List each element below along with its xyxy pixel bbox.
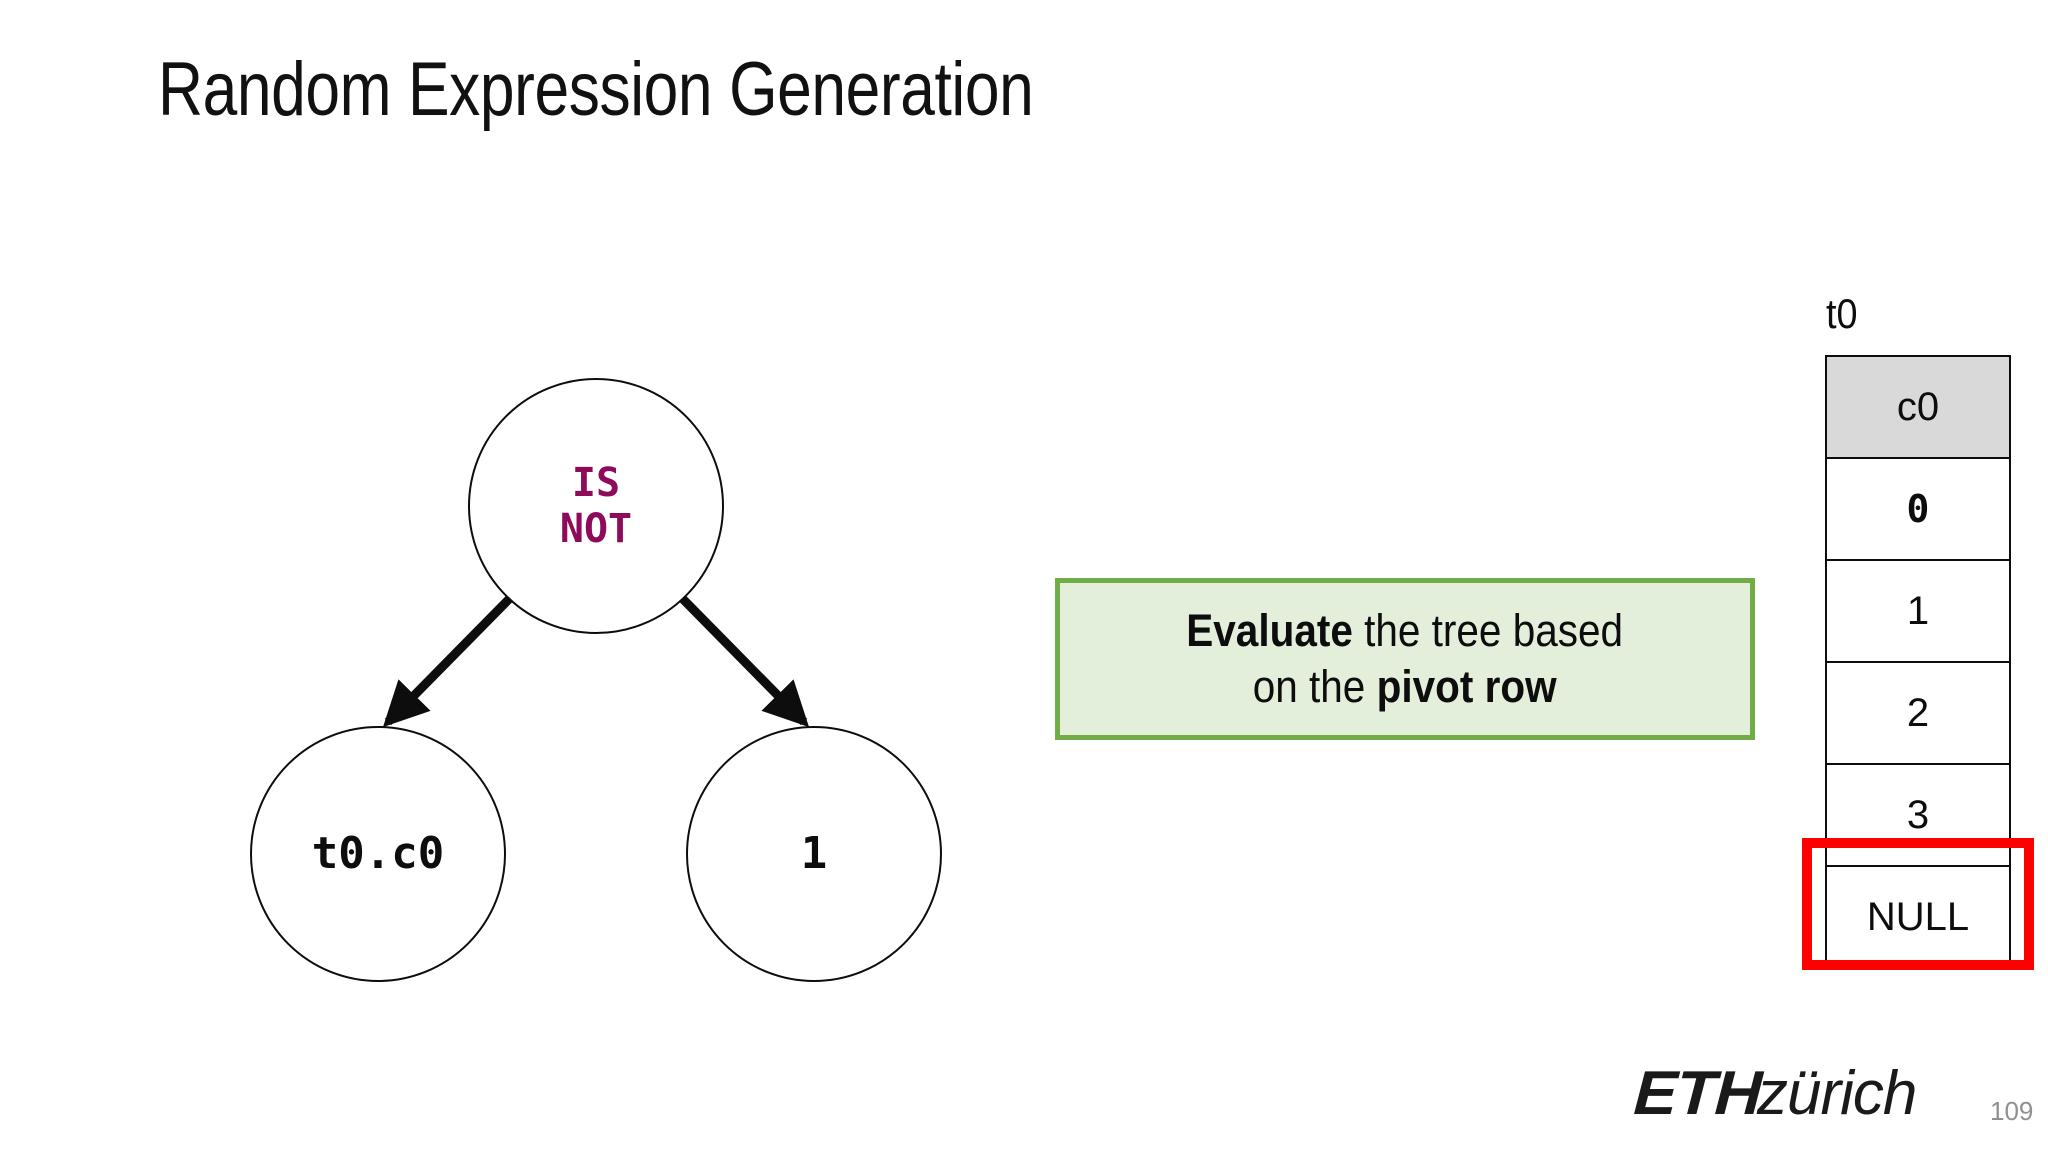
tree-node-right-child[interactable]: 1: [686, 726, 942, 982]
table-row[interactable]: 1: [1825, 559, 2011, 663]
tree-node-root-label: IS NOT: [559, 460, 633, 552]
eth-logo-secondary: zürich: [1757, 1059, 1917, 1128]
callout-line2-rest: on the: [1253, 661, 1377, 712]
callout-line1-rest: the tree based: [1353, 604, 1624, 656]
tree-node-right-child-label: 1: [800, 827, 828, 879]
eth-zurich-logo: ETH zürich: [1632, 1058, 1917, 1129]
callout-bold-pivot-row: pivot row: [1376, 661, 1557, 712]
table-cell-value: 0: [1825, 457, 2011, 561]
page-title: Random Expression Generation: [158, 47, 1034, 132]
tree-edges: [382, 588, 810, 728]
callout-bold-evaluate: Evaluate: [1186, 604, 1354, 656]
edge-root-to-right: [672, 588, 810, 728]
table-row[interactable]: 3: [1825, 763, 2011, 867]
table-cell-value: 2: [1825, 661, 2011, 765]
expression-tree: IS NOT t0.c0 1: [0, 0, 1000, 1152]
table-column-header-c0: c0: [1825, 355, 2011, 459]
table-cell-value: 3: [1825, 763, 2011, 867]
table-header-row: c0: [1825, 355, 2011, 459]
table-cell-value-null: NULL: [1825, 865, 2011, 969]
eth-logo-primary: ETH: [1632, 1059, 1763, 1128]
tree-node-left-child[interactable]: t0.c0: [250, 726, 506, 982]
table-t0: c0 0 1 2 3 NULL: [1825, 355, 2011, 969]
tree-node-left-child-label: t0.c0: [311, 827, 445, 879]
table-row[interactable]: 0: [1825, 457, 2011, 561]
table-row-pivot[interactable]: NULL: [1825, 865, 2011, 969]
callout-box: Evaluate the tree based on the pivot row: [1055, 578, 1755, 740]
callout-text: Evaluate the tree based on the pivot row: [1187, 603, 1624, 716]
tree-node-root[interactable]: IS NOT: [468, 378, 724, 634]
table-row[interactable]: 2: [1825, 661, 2011, 765]
table-cell-value: 1: [1825, 559, 2011, 663]
edge-root-to-left: [382, 588, 520, 728]
page-number: 109: [1990, 1096, 2034, 1126]
table-caption-t0: t0: [1826, 290, 1858, 337]
